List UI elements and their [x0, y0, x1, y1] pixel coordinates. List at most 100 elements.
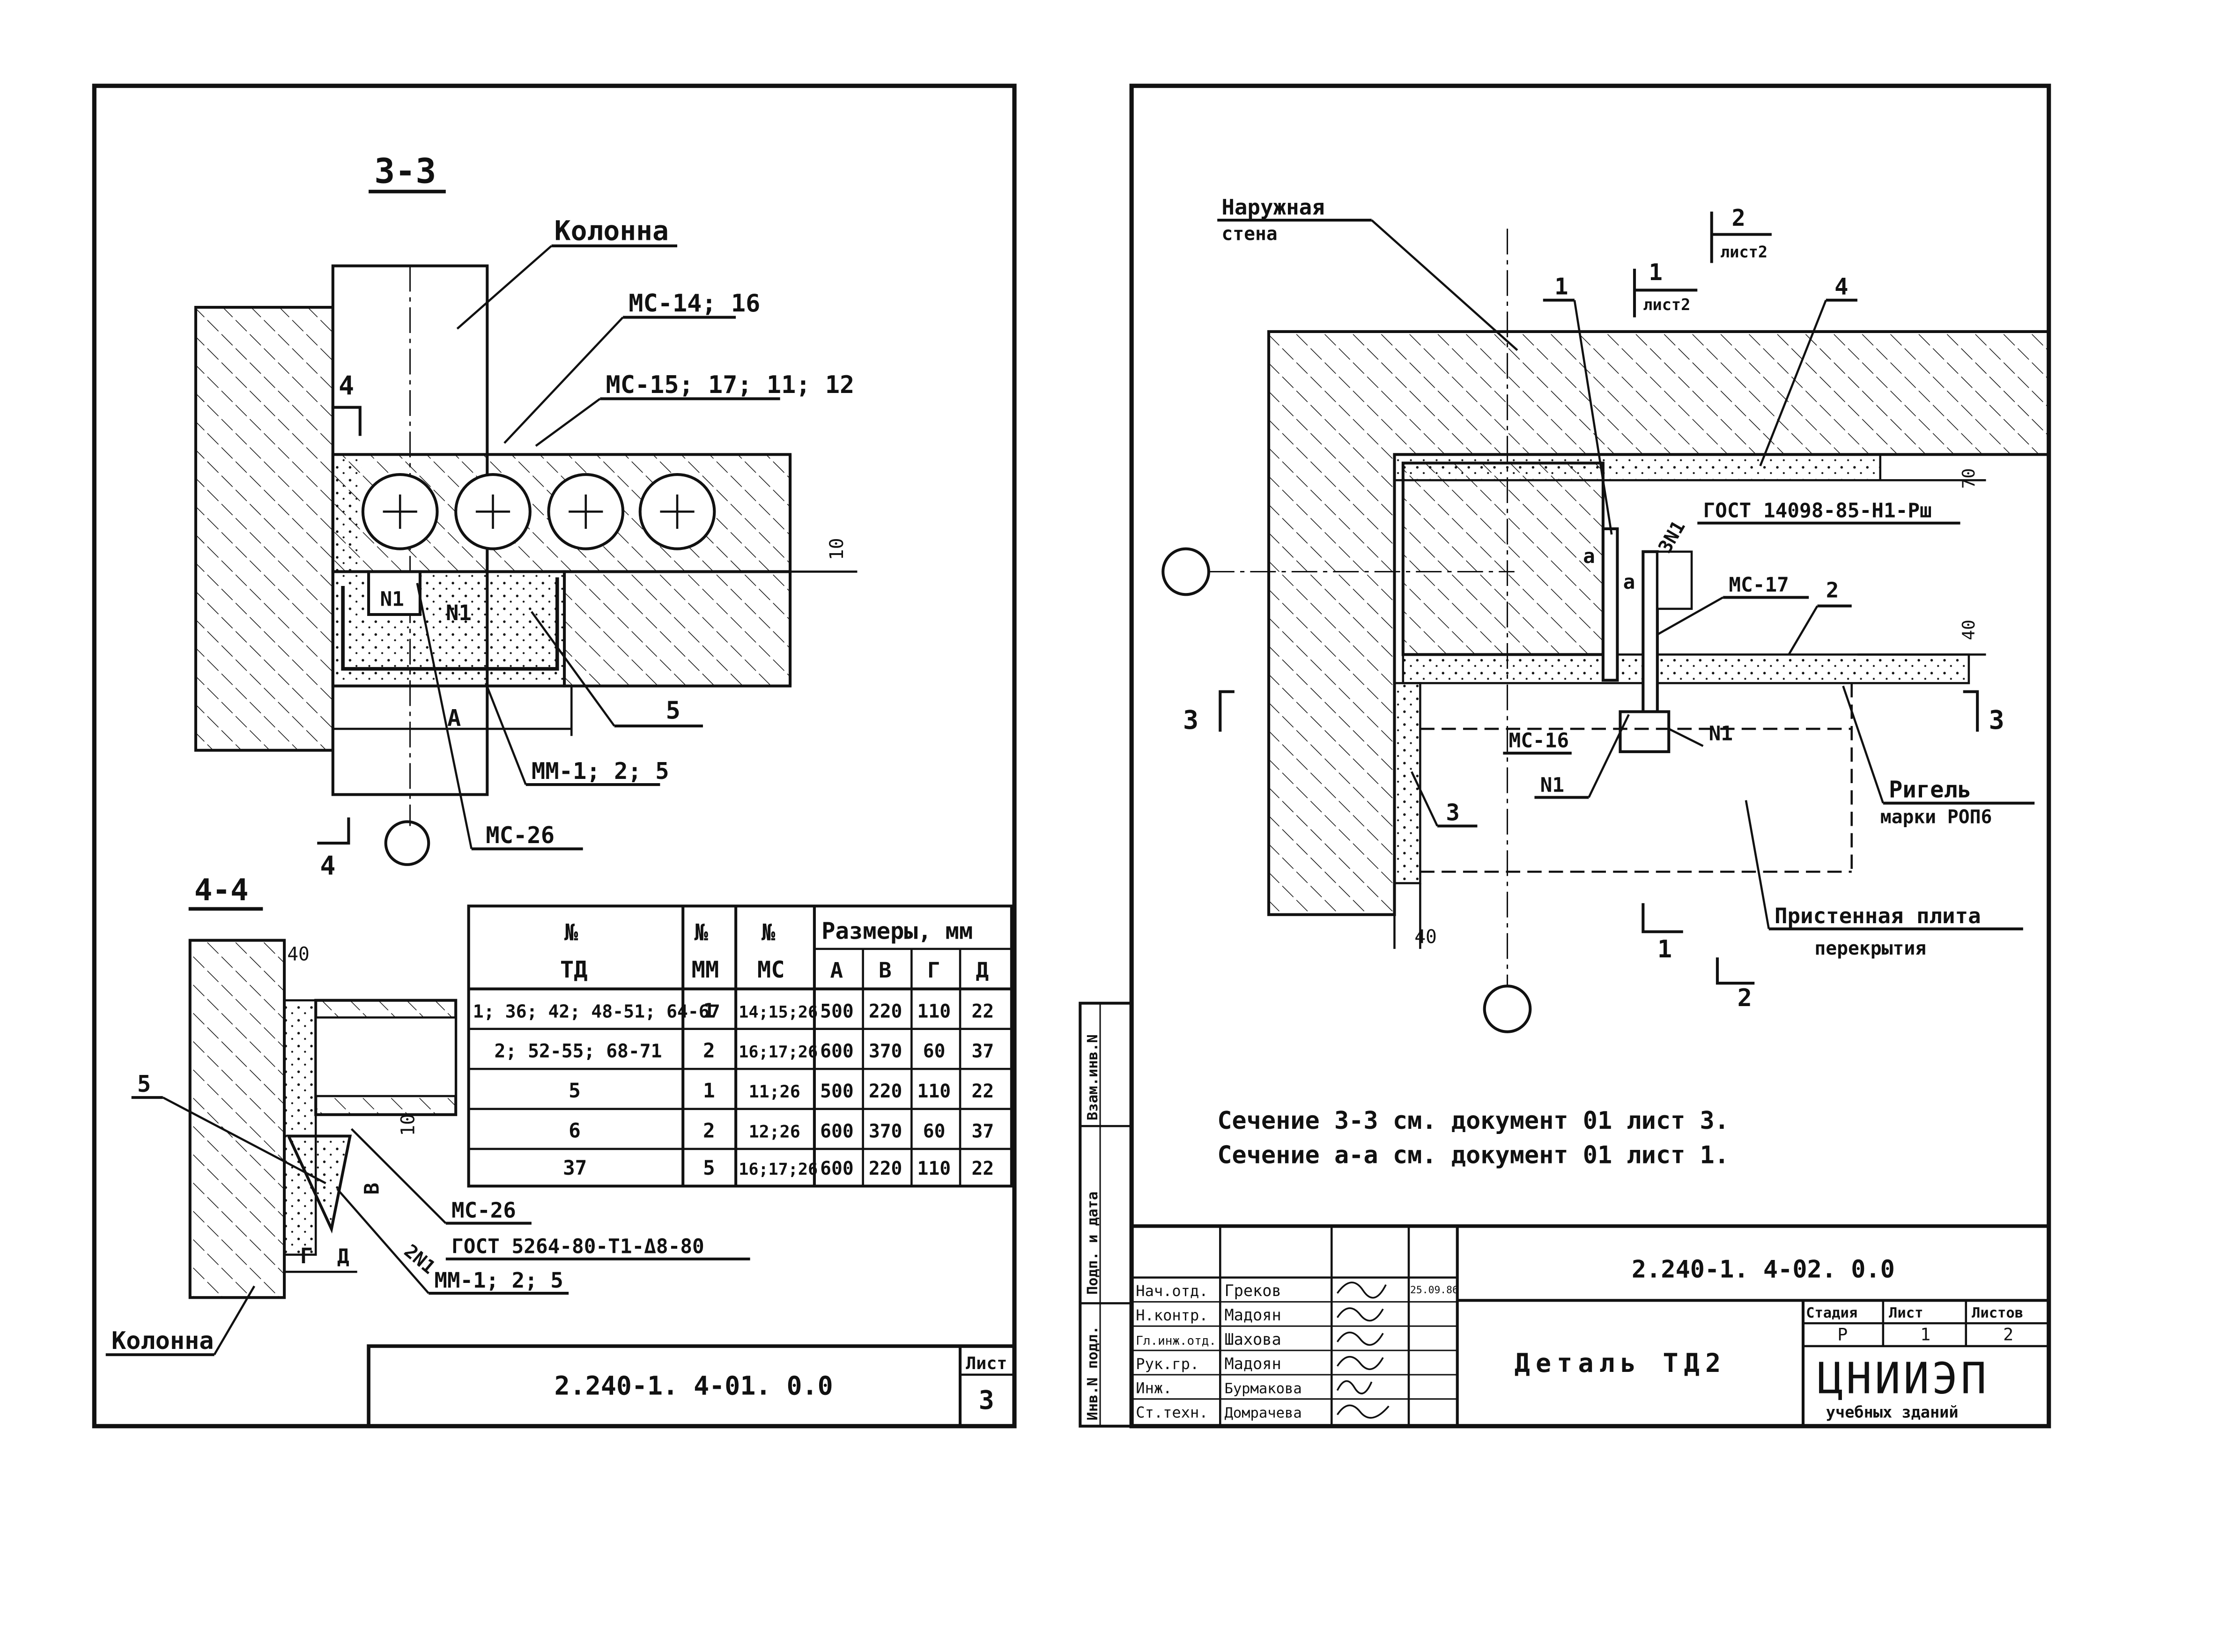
- section-1-mark: 1: [1657, 935, 1672, 963]
- section-4-4-title: 4-4: [194, 873, 249, 908]
- cell: 600: [820, 1121, 854, 1142]
- section-3-left: 3: [1183, 705, 1198, 735]
- gost-14098-label: ГОСТ 14098-85-Н1-Рш: [1703, 499, 1931, 523]
- kolonna-label-44: Колонна: [111, 1327, 214, 1355]
- embedded-plate: [341, 577, 559, 671]
- lists-header: Листов: [1972, 1305, 2023, 1321]
- dim-g-44: Г: [300, 1244, 313, 1268]
- signer-row: Нач.отд. Греков 25.09.86: [1136, 1282, 1458, 1300]
- cell: 220: [869, 1000, 902, 1022]
- kolonna-label: Колонна: [555, 215, 669, 247]
- ref-list2: лист2: [1720, 243, 1767, 261]
- signer-name: Мадоян: [1224, 1355, 1281, 1373]
- section-2-mark: 2: [1738, 984, 1752, 1012]
- column-axis-bubble: [384, 820, 430, 866]
- side-stamp-vzam: Взам.инв.N: [1085, 1034, 1101, 1120]
- signer-role: Ст.техн.: [1136, 1403, 1208, 1421]
- left-sheet: 3-3 Колонна МС-14; 16 МС-15; 17;: [92, 83, 1017, 1429]
- signer-role: Н.контр.: [1136, 1306, 1208, 1324]
- cell: 22: [971, 1081, 994, 1102]
- table-h-td: №: [564, 919, 578, 946]
- right-doc-code: 2.240-1. 4-02. 0.0: [1632, 1256, 1895, 1284]
- cell: 1: [703, 999, 715, 1022]
- cell: 37: [971, 1121, 994, 1142]
- rigel-label: Ригель: [1889, 776, 1971, 803]
- dim-10-44: 10: [398, 1114, 419, 1136]
- dashed-slab-outline: [1420, 683, 1853, 873]
- rigel-block: [1401, 461, 1605, 656]
- cell: 110: [917, 1081, 951, 1102]
- cell: 500: [820, 1081, 854, 1102]
- rigel-label2: марки РОП6: [1880, 806, 1992, 828]
- ref-1: 1: [1649, 259, 1663, 286]
- side-stamp: Взам.инв.N Подп. и дата Инв.N подл.: [1079, 1001, 1133, 1428]
- mc-15-17-label: МС-15; 17; 11; 12: [606, 371, 854, 399]
- table-h-td2: ТД: [560, 956, 588, 983]
- cell: 37: [971, 1041, 994, 1062]
- axis-bubble-bottom: [1483, 985, 1532, 1033]
- side-stamp-inv: Инв.N подл.: [1085, 1326, 1101, 1421]
- side-stamp-podp: Подп. и дата: [1085, 1192, 1101, 1295]
- anchor-plate: [1601, 527, 1619, 682]
- note-1: Сечение 3-3 см. документ 01 лист 3.: [1217, 1107, 1729, 1135]
- mm-125-label-44: ММ-1; 2; 5: [434, 1268, 563, 1293]
- mc-17-label: МС-17: [1729, 573, 1789, 597]
- mc-16-label: МС-16: [1509, 729, 1569, 753]
- signer-row: Ст.техн. Домрачева: [1136, 1403, 1390, 1421]
- cell: 37: [563, 1156, 587, 1180]
- mc-14-16-label: МС-14; 16: [629, 289, 760, 318]
- cell: 22: [971, 1000, 994, 1022]
- label-a2: а: [1623, 570, 1635, 594]
- signature: [1336, 1380, 1373, 1394]
- table-row: 5 1 11;26 500 220 110 22: [569, 1079, 994, 1103]
- joint-grout-top: [1393, 453, 1882, 482]
- dim-40-44: 40: [287, 943, 310, 965]
- table-h-mm: №: [695, 919, 709, 946]
- signer-row: Инж. Бурмакова: [1136, 1379, 1373, 1397]
- anchor-bar: [1642, 550, 1659, 713]
- stage-header: Стадия: [1806, 1305, 1857, 1321]
- dim-10: 10: [826, 538, 848, 560]
- left-list-label: Лист: [966, 1353, 1007, 1373]
- cell: 16;17;26: [739, 1160, 818, 1179]
- table-h-mm2: ММ: [692, 956, 719, 983]
- cell: 110: [917, 1000, 951, 1022]
- cell: 1: [703, 1079, 715, 1103]
- cell: 600: [820, 1041, 854, 1062]
- plita-label: Пристенная плита: [1775, 904, 1981, 928]
- table-row: 1; 36; 42; 48-51; 64-67 1 14;15;26 500 2…: [473, 999, 994, 1022]
- upper-bracket: [1656, 550, 1693, 610]
- cell: 2; 52-55; 68-71: [495, 1041, 662, 1062]
- dim-a: А: [447, 705, 461, 732]
- list-value: 1: [1920, 1325, 1930, 1345]
- lists-value: 2: [2003, 1325, 2013, 1345]
- dim-70: 70: [1959, 468, 1979, 489]
- list-header: Лист: [1889, 1305, 1923, 1321]
- label-4: 4: [1834, 274, 1848, 300]
- cell: 220: [869, 1158, 902, 1179]
- two-n1-label: 2N1: [400, 1240, 439, 1278]
- plita-label2: перекрытия: [1814, 938, 1926, 959]
- cell: 2: [703, 1119, 715, 1143]
- cell: 60: [923, 1041, 946, 1062]
- n1-label-bottom: N1: [1540, 773, 1564, 797]
- signature: [1336, 1356, 1384, 1370]
- cell: 500: [820, 1000, 854, 1022]
- weld-44: [286, 1134, 352, 1234]
- spec-table: № ТД № ММ № МС Размеры, мм А В Г Д 1; 36…: [467, 904, 1013, 1188]
- left-doc-code: 2.240-1. 4-01. 0.0: [555, 1371, 833, 1401]
- mc-26-label: МС-26: [486, 822, 555, 849]
- left-title-block: 2.240-1. 4-01. 0.0 Лист 3: [367, 1344, 1016, 1428]
- table-h-mc: №: [762, 919, 776, 946]
- left-list-no: 3: [979, 1385, 994, 1415]
- label-3: 3: [1446, 799, 1459, 826]
- cell: 6: [569, 1119, 581, 1143]
- cell: 110: [917, 1158, 951, 1179]
- signer-name: Греков: [1224, 1282, 1281, 1300]
- table-row: 6 2 12;26 600 370 60 37: [569, 1119, 994, 1143]
- dim-40-right: 40: [1959, 620, 1979, 640]
- cell: 22: [971, 1158, 994, 1179]
- nar-stena-label2: стена: [1221, 223, 1277, 245]
- signer-name: Мадоян: [1224, 1306, 1281, 1324]
